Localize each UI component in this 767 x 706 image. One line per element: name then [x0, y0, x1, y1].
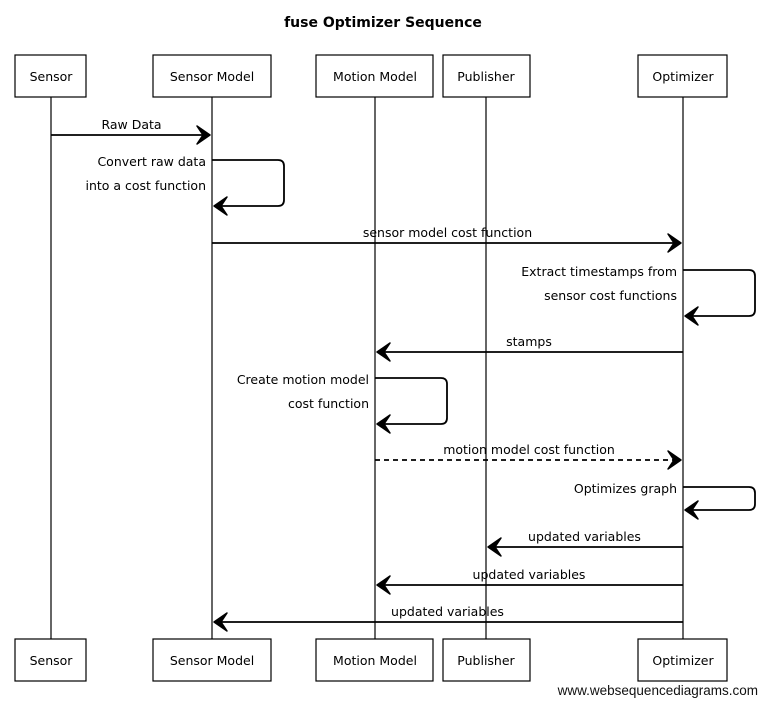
arrow-head — [376, 342, 391, 362]
message-8: Optimizes graph — [574, 481, 756, 520]
message-5: stamps — [376, 334, 683, 362]
participant-sensor-top: Sensor — [14, 54, 87, 98]
message-label: updated variables — [391, 604, 504, 619]
message-label: into a cost function — [85, 178, 206, 193]
message-1: Raw Data — [51, 117, 211, 145]
participant-optimizer-bottom: Optimizer — [637, 638, 728, 682]
participant-publisher-top: Publisher — [442, 54, 531, 98]
arrow-head — [487, 537, 502, 557]
arrow-head — [213, 196, 228, 216]
participant-label: Sensor Model — [170, 653, 254, 668]
message-4: Extract timestamps from sensor cost funct… — [521, 264, 756, 326]
participant-box — [442, 54, 531, 98]
participant-box — [637, 638, 728, 682]
message-6: Create motion model cost function — [237, 372, 448, 434]
message-3: sensor model cost function — [212, 225, 682, 253]
message-label: cost function — [288, 396, 369, 411]
participant-publisher-bottom: Publisher — [442, 638, 531, 682]
arrow-head — [684, 306, 699, 326]
message-label: Raw Data — [101, 117, 161, 132]
self-message-line — [375, 377, 448, 425]
participant-label: Optimizer — [652, 69, 714, 84]
participant-sensor-bottom: Sensor — [14, 638, 87, 682]
participant-motion_model-bottom: Motion Model — [315, 638, 434, 682]
message-label: Optimizes graph — [574, 481, 677, 496]
arrow-head — [196, 125, 211, 145]
participant-label: Motion Model — [333, 653, 417, 668]
participant-label: Sensor — [30, 653, 74, 668]
message-11: updated variables — [213, 604, 683, 632]
message-label: sensor model cost function — [363, 225, 532, 240]
message-label: updated variables — [473, 567, 586, 582]
participant-box — [152, 54, 272, 98]
participant-box — [315, 54, 434, 98]
self-message-line — [212, 159, 285, 207]
message-10: updated variables — [376, 567, 683, 595]
message-label: sensor cost functions — [544, 288, 677, 303]
diagram-title: fuse Optimizer Sequence — [284, 15, 482, 31]
participant-label: Sensor — [30, 69, 74, 84]
participant-box — [315, 638, 434, 682]
participant-motion_model-top: Motion Model — [315, 54, 434, 98]
message-label: Convert raw data — [97, 154, 206, 169]
arrow-head — [213, 612, 228, 632]
self-message-line — [683, 269, 756, 317]
arrow-head — [376, 575, 391, 595]
lifelines — [50, 97, 684, 639]
participant-box — [14, 54, 87, 98]
participant-box — [14, 638, 87, 682]
participant-box — [637, 54, 728, 98]
message-9: updated variables — [487, 529, 683, 557]
message-label: stamps — [506, 334, 552, 349]
participant-label: Publisher — [457, 69, 515, 84]
self-message-line — [683, 486, 756, 511]
message-label: Create motion model — [237, 372, 369, 387]
arrow-head — [667, 450, 682, 470]
participant-label: Publisher — [457, 653, 515, 668]
participant-sensor_model-bottom: Sensor Model — [152, 638, 272, 682]
participant-label: Optimizer — [652, 653, 714, 668]
message-label: updated variables — [528, 529, 641, 544]
participant-label: Motion Model — [333, 69, 417, 84]
participant-sensor_model-top: Sensor Model — [152, 54, 272, 98]
participant-optimizer-top: Optimizer — [637, 54, 728, 98]
participant-label: Sensor Model — [170, 69, 254, 84]
participant-box — [442, 638, 531, 682]
credit-text: www.websequencediagrams.com — [557, 683, 758, 698]
message-2: Convert raw data into a cost function — [85, 154, 285, 216]
arrow-head — [684, 500, 699, 520]
message-7: motion model cost function — [375, 442, 682, 470]
participant-box — [152, 638, 272, 682]
arrow-head — [376, 414, 391, 434]
message-label: Extract timestamps from — [521, 264, 677, 279]
arrow-head — [667, 233, 682, 253]
message-label: motion model cost function — [443, 442, 615, 457]
